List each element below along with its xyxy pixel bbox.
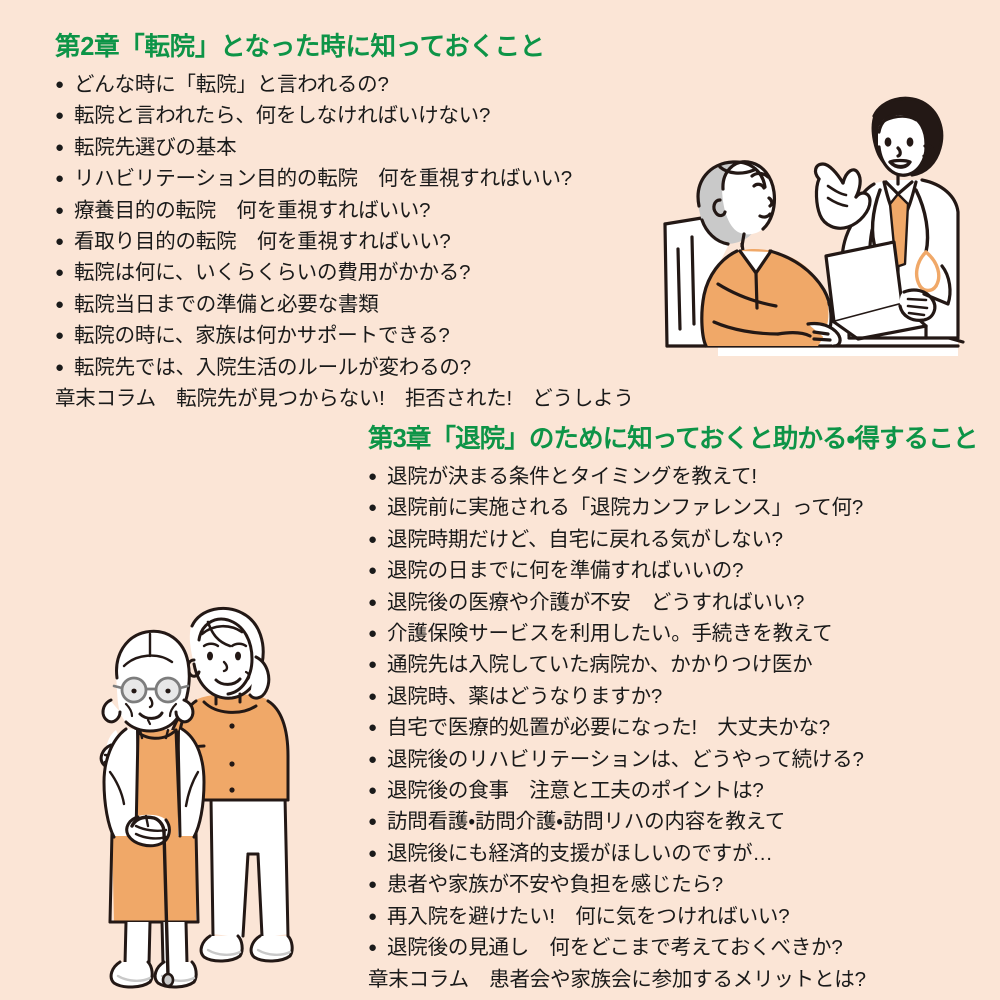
list-item-label: 自宅で医療的処置が必要になった! 大丈夫かな? [387,716,830,740]
list-item[interactable]: ● 退院後の医療や介護が不安 どうすればいい? [368,587,983,618]
bullet-icon: ● [55,295,64,313]
elderly-caregiver-illustration [80,604,365,989]
chapter-2-column-item[interactable]: 章末コラム 転院先が見つからない! 拒否された! どうしよう [55,383,655,414]
list-item[interactable]: ● 転院先では、入院生活のルールが変わるの? [55,352,655,383]
list-item-label: 退院前に実施される「退院カンファレンス」って何? [387,496,864,520]
list-item-label: 通院先は入院していた病院か、かかりつけ医か [387,653,813,677]
chapter-3-toc-list: ● 退院が決まる条件とタイミングを教えて! ● 退院前に実施される「退院カンファ… [368,461,983,995]
bullet-icon: ● [368,813,377,831]
bullet-icon: ● [368,656,377,674]
list-item[interactable]: ● 介護保険サービスを利用したい。手続きを教えて [368,618,983,649]
bullet-icon: ● [55,138,64,156]
list-item[interactable]: ● 通院先は入院していた病院か、かかりつけ医か [368,649,983,680]
bullet-icon: ● [55,201,64,219]
list-item[interactable]: ● 訪問看護・訪問介護・訪問リハの内容を教えて [368,806,983,837]
doctor-patient-svg [663,96,965,356]
chapter-3-title: 第3章「退院」のために知っておくと助かる・得すること [368,425,978,453]
doctor-patient-illustration [658,94,1000,362]
elderly-caregiver-svg [99,606,294,989]
bullet-icon: ● [368,468,377,485]
bullet-icon: ● [368,782,377,800]
list-item-label: 退院後の医療や介護が不安 どうすればいい? [387,590,805,614]
list-item[interactable]: ● 転院と言われたら、何をしなければいけない? [55,100,655,131]
list-item[interactable]: ● 退院後の食事 注意と工夫のポイントは? [368,775,983,806]
list-item[interactable]: ● 転院先選びの基本 [55,132,655,163]
bullet-icon: ● [55,233,64,251]
bullet-icon: ● [368,593,377,611]
list-item-label: 転院先選びの基本 [74,135,237,159]
bullet-icon: ● [55,327,64,345]
list-item[interactable]: ● 退院が決まる条件とタイミングを教えて! [368,461,983,492]
bullet-icon: ● [368,876,377,894]
chapter-2-title: 第2章「転院」となった時に知っておくこと [55,33,545,61]
chapter-2-toc-list: ● どんな時に「転院」と言われるの? ● 転院と言われたら、何をしなければいけな… [55,69,655,414]
list-item-label: 介護保険サービスを利用したい。手続きを教えて [387,622,833,646]
bullet-icon: ● [368,844,377,862]
chapter-3-column-item[interactable]: 章末コラム 患者会や家族会に参加するメリットとは? [368,964,983,995]
list-item[interactable]: ● どんな時に「転院」と言われるの? [55,69,655,100]
list-item-label: 退院後の食事 注意と工夫のポイントは? [387,779,764,803]
bullet-icon: ● [368,530,377,548]
list-item[interactable]: ● 退院時、薬はどうなりますか? [368,681,983,712]
list-item[interactable]: ● 療養目的の転院 何を重視すればいい? [55,195,655,226]
bullet-icon: ● [368,625,377,643]
list-item[interactable]: ● 看取り目的の転院 何を重視すればいい? [55,226,655,257]
list-item-label: 退院が決まる条件とタイミングを教えて! [387,465,757,488]
chapter-3-column-label: 章末コラム 患者会や家族会に参加するメリットとは? [368,967,866,991]
list-item[interactable]: ● 退院の日までに何を準備すればいいの? [368,555,983,586]
bullet-icon: ● [55,264,64,282]
list-item-label: 訪問看護・訪問介護・訪問リハの内容を教えて [387,810,786,834]
list-item-label: 退院時期だけど、自宅に戻れる気がしない? [387,527,783,551]
list-item-label: 転院は何に、いくらくらいの費用がかかる? [74,261,471,285]
list-item[interactable]: ● 転院は何に、いくらくらいの費用がかかる? [55,257,655,288]
list-item-label: 退院後の見通し 何をどこまで考えておくべきか? [387,936,843,960]
list-item[interactable]: ● 退院時期だけど、自宅に戻れる気がしない? [368,524,983,555]
list-item[interactable]: ● 退院後の見通し 何をどこまで考えておくべきか? [368,932,983,963]
list-item[interactable]: ● 患者や家族が不安や負担を感じたら? [368,869,983,900]
bullet-icon: ● [368,750,377,768]
list-item[interactable]: ● 退院後のリハビリテーションは、どうやって続ける? [368,744,983,775]
list-item-label: 退院の日までに何を準備すればいいの? [387,559,744,583]
list-item-label: 退院後にも経済的支援がほしいのですが… [387,841,773,865]
chapter-2-section: 第2章「転院」となった時に知っておくこと ● どんな時に「転院」と言われるの? … [55,30,655,414]
chapter-2-column-label: 章末コラム 転院先が見つからない! 拒否された! どうしよう [55,387,634,411]
list-item-label: 転院の時に、家族は何かサポートできる? [74,324,450,348]
list-item[interactable]: ● 退院前に実施される「退院カンファレンス」って何? [368,492,983,523]
list-item[interactable]: ● 再入院を避けたい! 何に気をつければいい? [368,901,983,932]
list-item-label: 退院後のリハビリテーションは、どうやって続ける? [387,747,864,771]
bullet-icon: ● [55,107,64,125]
list-item-label: 看取り目的の転院 何を重視すればいい? [74,230,451,254]
list-item-label: どんな時に「転院」と言われるの? [74,73,389,96]
list-item-label: 患者や家族が不安や負担を感じたら? [387,873,724,897]
list-item[interactable]: ● 転院当日までの準備と必要な書類 [55,289,655,320]
bullet-icon: ● [368,939,377,957]
list-item[interactable]: ● 転院の時に、家族は何かサポートできる? [55,320,655,351]
list-item[interactable]: ● 自宅で医療的処置が必要になった! 大丈夫かな? [368,712,983,743]
list-item-label: 再入院を避けたい! 何に気をつければいい? [387,904,790,928]
bullet-icon: ● [368,687,377,705]
bullet-icon: ● [55,358,64,376]
list-item-label: リハビリテーション目的の転院 何を重視すればいい? [74,167,572,191]
list-item[interactable]: ● リハビリテーション目的の転院 何を重視すればいい? [55,163,655,194]
list-item-label: 転院当日までの準備と必要な書類 [74,292,379,316]
list-item-label: 転院と言われたら、何をしなければいけない? [74,104,491,128]
bullet-icon: ● [55,170,64,188]
bullet-icon: ● [368,499,377,517]
list-item-label: 療養目的の転院 何を重視すればいい? [74,198,431,222]
chapter-3-section: 第3章「退院」のために知っておくと助かる・得すること ● 退院が決まる条件とタイ… [368,422,983,995]
bullet-icon: ● [368,562,377,580]
list-item-label: 転院先では、入院生活のルールが変わるの? [74,355,471,379]
bullet-icon: ● [55,76,64,93]
list-item[interactable]: ● 退院後にも経済的支援がほしいのですが… [368,838,983,869]
list-item-label: 退院時、薬はどうなりますか? [387,684,663,708]
bullet-icon: ● [368,719,377,737]
bullet-icon: ● [368,907,377,925]
